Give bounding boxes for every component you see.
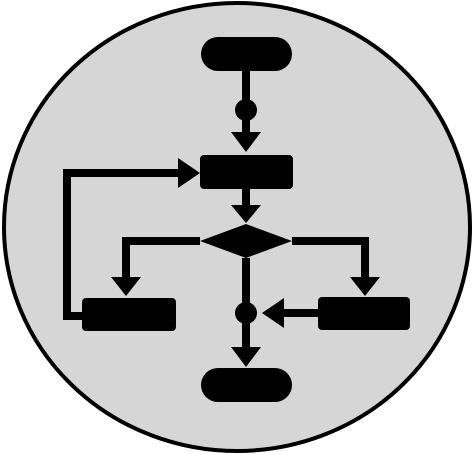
- junction-bottom: [235, 302, 257, 324]
- connector-decision-to-right: [292, 237, 369, 280]
- process-main-box: [200, 155, 293, 189]
- arrowhead-into-right: [350, 277, 380, 296]
- junction-top: [235, 99, 257, 121]
- arrowhead-into-process: [231, 132, 261, 152]
- connector-left-loop-back: [63, 169, 180, 320]
- arrowhead-into-left: [111, 277, 141, 296]
- arrowheads: [111, 132, 380, 367]
- arrowhead-into-decision: [231, 205, 261, 223]
- decision-diamond: [200, 224, 292, 258]
- connector-decision-to-left: [122, 237, 200, 280]
- nodes: [82, 37, 410, 402]
- arrowhead-into-merge: [262, 298, 284, 328]
- arrowhead-loop-into-process: [178, 158, 200, 188]
- start-terminator: [201, 37, 292, 71]
- process-right-box: [318, 297, 410, 330]
- end-terminator: [201, 368, 292, 402]
- process-left-box: [82, 298, 176, 331]
- arrowhead-into-end: [231, 347, 261, 367]
- junctions: [235, 99, 257, 324]
